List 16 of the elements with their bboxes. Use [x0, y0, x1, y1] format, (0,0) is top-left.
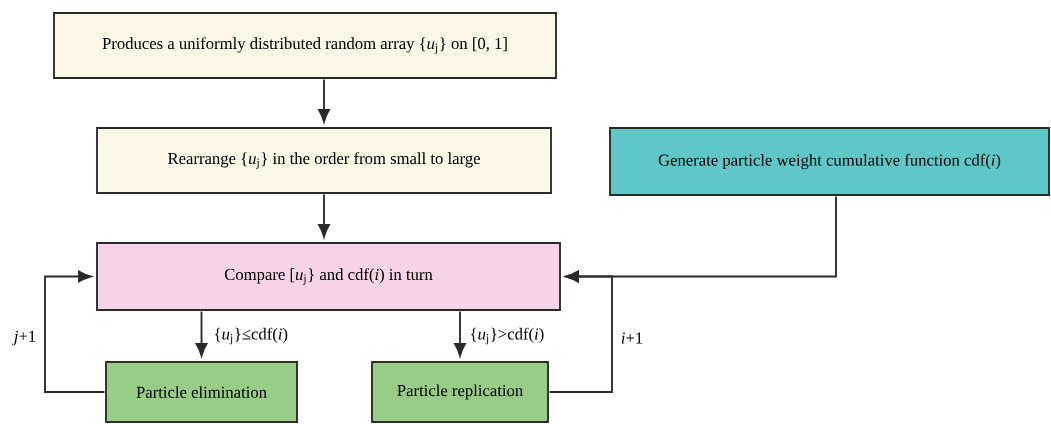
arrow	[318, 193, 330, 238]
arrow	[44, 270, 106, 393]
process-box: Rearrange {u$_{j}$} in the order from small to large	[96, 127, 552, 194]
arrow	[195, 310, 208, 357]
edge-label: {u$_{j}$}≤cdf(i)	[215, 327, 288, 345]
process-box: Particle replication	[371, 361, 549, 423]
arrow	[548, 270, 613, 393]
process-box: Generate particle weight cumulative function cdf(i)	[609, 127, 1050, 196]
edge-label: i+1	[621, 332, 643, 344]
process-box: Compare [u$_{j}$} and cdf(i) in turn	[96, 242, 561, 311]
process-box: Particle elimination	[105, 361, 298, 423]
process-box: Produces a uniformly distributed random array {u$_{j}$} on [0, 1]	[53, 12, 557, 79]
edge-label: {u$_{j}$}>cdf(i)	[471, 327, 544, 345]
arrow	[454, 310, 466, 357]
edge-label: j+1	[12, 330, 36, 346]
arrow	[318, 78, 330, 123]
